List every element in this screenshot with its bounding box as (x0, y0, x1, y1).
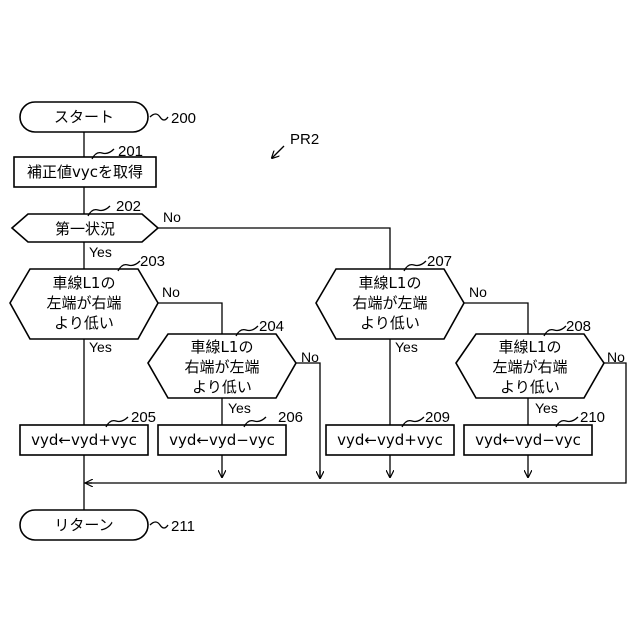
d203-line2: 左端が右端 (46, 294, 121, 312)
p209-label: vyd←vyd+vyc (337, 431, 443, 449)
no-label-204: No (301, 349, 319, 365)
d204-line3: より低い (192, 378, 252, 396)
connector-207-no (464, 303, 528, 334)
leader-211 (150, 522, 168, 528)
yes-label-203: Yes (89, 339, 112, 355)
ref-203: 203 (140, 253, 165, 270)
no-label-207: No (469, 284, 487, 300)
p205-label: vyd←vyd+vyc (31, 431, 137, 449)
ref-209: 209 (425, 409, 450, 426)
d203-line1: 車線L1の (53, 274, 116, 292)
no-label-202: No (163, 209, 181, 225)
node-203: 車線L1の 左端が右端 より低い (10, 269, 158, 339)
d207-line1: 車線L1の (359, 274, 422, 292)
d208-line2: 左端が右端 (492, 358, 567, 376)
acquire-label: 補正値vycを取得 (27, 163, 143, 181)
ref-207: 207 (427, 253, 452, 270)
ref-201: 201 (118, 143, 143, 160)
p206-label: vyd←vyd−vyc (169, 431, 275, 449)
connector-203-no (158, 303, 222, 334)
return-label: リターン (54, 516, 113, 534)
node-return: リターン (20, 510, 148, 540)
yes-label-202: Yes (89, 244, 112, 260)
figure-label-arrow (272, 146, 284, 158)
node-208: 車線L1の 左端が右端 より低い (456, 334, 604, 398)
d208-line1: 車線L1の (499, 338, 562, 356)
d204-line2: 右端が左端 (184, 358, 259, 376)
ref-211: 211 (171, 518, 195, 535)
ref-204: 204 (259, 318, 284, 335)
ref-210: 210 (580, 409, 605, 426)
node-202: 第一状況 (12, 214, 158, 242)
node-206: vyd←vyd−vyc (158, 425, 286, 455)
d204-line1: 車線L1の (191, 338, 254, 356)
ref-202: 202 (116, 198, 141, 215)
node-204: 車線L1の 右端が左端 より低い (148, 334, 296, 398)
node-207: 車線L1の 右端が左端 より低い (316, 269, 464, 339)
first-situation-label: 第一状況 (55, 220, 115, 238)
node-start: スタート (20, 102, 148, 132)
leader-200 (150, 114, 168, 120)
ref-205: 205 (131, 409, 156, 426)
node-205: vyd←vyd+vyc (20, 425, 148, 455)
connector-202-no (158, 228, 390, 270)
d208-line3: より低い (500, 378, 560, 396)
node-209: vyd←vyd+vyc (326, 425, 454, 455)
p210-label: vyd←vyd−vyc (475, 431, 581, 449)
ref-208: 208 (566, 318, 591, 335)
yes-label-207: Yes (395, 339, 418, 355)
ref-206: 206 (278, 409, 303, 426)
node-201: 補正値vycを取得 (14, 157, 156, 187)
d203-line3: より低い (54, 314, 114, 332)
ref-200: 200 (171, 110, 196, 127)
yes-label-204: Yes (228, 400, 251, 416)
no-label-208: No (607, 349, 625, 365)
start-label: スタート (54, 108, 114, 126)
figure-label-text: PR2 (290, 131, 319, 148)
yes-label-208: Yes (535, 400, 558, 416)
d207-line2: 右端が左端 (352, 294, 427, 312)
d207-line3: より低い (360, 314, 420, 332)
node-210: vyd←vyd−vyc (464, 425, 592, 455)
no-label-203: No (162, 284, 180, 300)
figure-label: PR2 (272, 131, 319, 158)
